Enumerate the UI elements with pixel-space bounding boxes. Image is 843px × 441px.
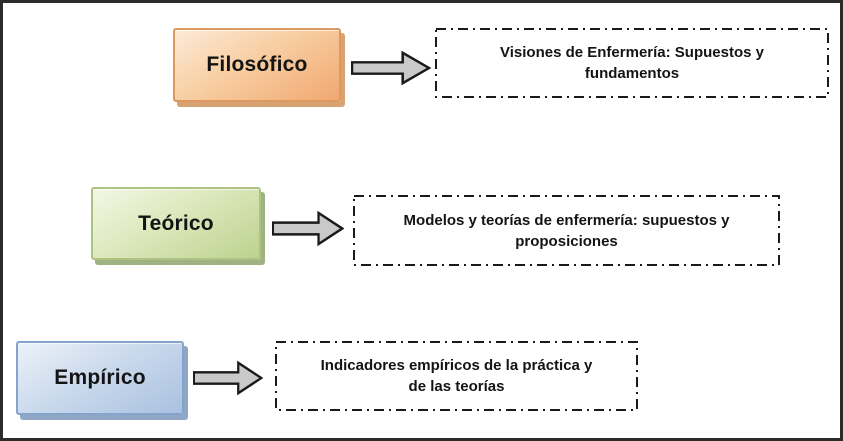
target-text-teorico: Modelos y teorías de enfermería: supuest… <box>404 210 730 252</box>
target-text-filosofico: Visiones de Enfermería: Supuestos y fund… <box>500 42 764 84</box>
right-arrow-icon <box>193 360 263 396</box>
dash-dot-border <box>353 195 780 266</box>
target-text-line: Modelos y teorías de enfermería: supuest… <box>403 211 730 229</box>
target-text-line: proposiciones <box>515 232 618 250</box>
target-text-empirico: Indicadores empíricos de la práctica y d… <box>321 355 593 397</box>
level-label-empirico: Empírico <box>54 366 146 389</box>
target-text-line: fundamentos <box>584 65 680 82</box>
target-box-filosofico: Visiones de Enfermería: Supuestos y fund… <box>435 28 829 98</box>
target-text-line: de las teorías <box>408 378 505 395</box>
target-box-teorico: Modelos y teorías de enfermería: supuest… <box>353 195 780 266</box>
right-arrow-icon <box>351 50 431 86</box>
target-text-line: Indicadores empíricos de la práctica y <box>320 357 593 374</box>
level-box-empirico: Empírico <box>16 341 184 415</box>
level-label-teorico: Teórico <box>138 211 214 235</box>
right-arrow-icon <box>272 210 344 247</box>
target-text-line: Visiones de Enfermería: Supuestos y <box>500 44 764 61</box>
target-box-empirico: Indicadores empíricos de la práctica y d… <box>275 341 638 411</box>
dash-dot-border <box>435 28 829 98</box>
level-box-filosofico: Filosófico <box>173 28 341 102</box>
level-box-teorico: Teórico <box>91 187 261 260</box>
level-label-filosofico: Filosófico <box>206 53 308 76</box>
dash-dot-border <box>275 341 638 411</box>
